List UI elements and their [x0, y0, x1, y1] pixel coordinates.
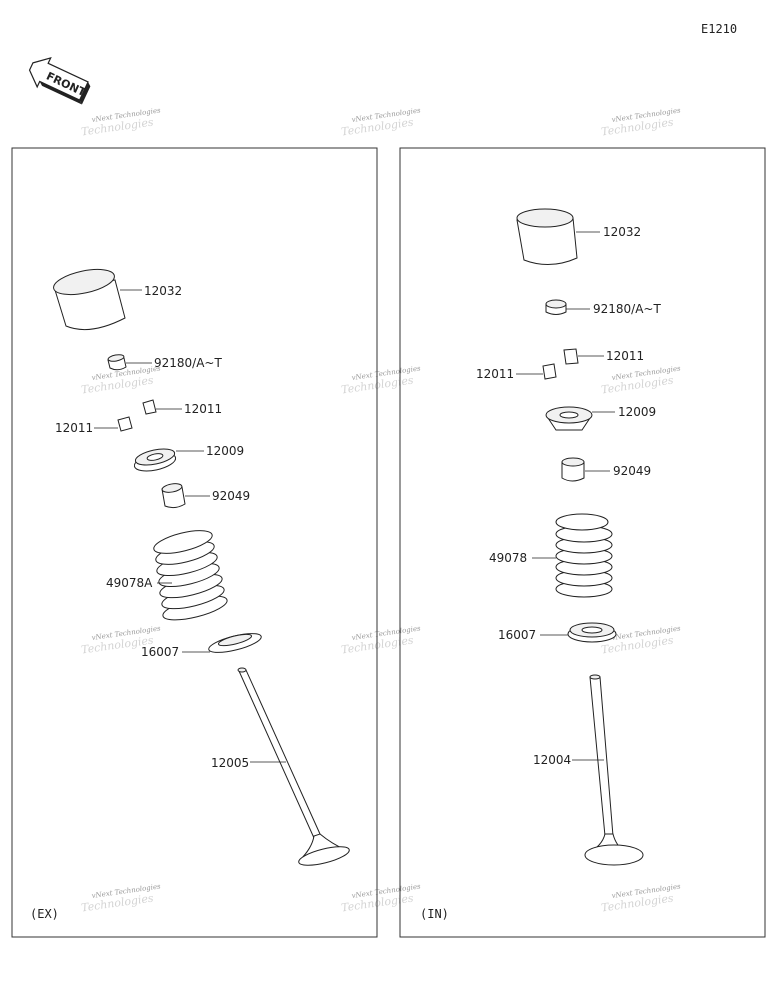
watermark: Technologies vNext Technologies — [80, 106, 161, 138]
diagram-code: E1210 — [701, 22, 737, 36]
watermark: Technologies vNext Technologies — [600, 106, 681, 138]
panel-ex-tag: (EX) — [30, 907, 59, 921]
watermark: Technologies vNext Technologies — [340, 624, 421, 656]
panel-ex-frame — [11, 147, 378, 938]
panel-in-tag: (IN) — [420, 907, 449, 921]
ex-retainer-label: 12009 — [206, 444, 244, 458]
in-cotter-left: 12011 — [476, 363, 557, 381]
ex-valve-label: 12005 — [211, 756, 249, 770]
ex-tappet: 12032 — [53, 268, 182, 331]
ex-stem-seal-label: 92049 — [212, 489, 250, 503]
ex-tappet-label: 12032 — [144, 284, 182, 298]
ex-spring-seat: 16007 — [141, 633, 262, 659]
in-spring-seat-label: 16007 — [498, 628, 536, 642]
in-shim: 92180/A~T — [545, 299, 661, 316]
ex-cotter-left-label: 12011 — [55, 421, 93, 435]
in-tappet: 12032 — [516, 208, 641, 265]
in-stem-seal-label: 92049 — [613, 464, 651, 478]
watermark: Technologies vNext Technologies — [340, 882, 421, 914]
panel-in: (IN) 12032 92180/A~T 12011 12011 — [399, 147, 766, 938]
in-shim-label: 92180/A~T — [593, 302, 661, 316]
ex-cotter-right: 12011 — [142, 399, 222, 416]
in-cotter-left-label: 12011 — [476, 367, 514, 381]
ex-spring-seat-label: 16007 — [141, 645, 179, 659]
watermark: Technologies vNext Technologies — [80, 882, 161, 914]
panel-ex: (EX) 12032 92180/A~T 12011 12011 — [11, 147, 378, 938]
in-tappet-label: 12032 — [603, 225, 641, 239]
in-valve: 12004 — [533, 674, 644, 866]
watermark: Technologies vNext Technologies — [600, 882, 681, 914]
ex-retainer: 12009 — [133, 444, 244, 472]
watermark: Technologies vNext Technologies — [340, 106, 421, 138]
ex-spring-label: 49078A — [106, 576, 153, 590]
in-stem-seal: 92049 — [561, 457, 651, 482]
in-retainer: 12009 — [545, 405, 656, 431]
in-spring: 49078 — [489, 513, 613, 598]
watermarks: Technologies vNext Technologies Technolo… — [80, 106, 681, 914]
in-valve-label: 12004 — [533, 753, 571, 767]
in-spring-seat: 16007 — [498, 622, 617, 643]
watermark: Technologies vNext Technologies — [340, 364, 421, 396]
ex-shim: 92180/A~T — [107, 354, 222, 371]
in-cotter-right: 12011 — [563, 348, 644, 365]
in-retainer-label: 12009 — [618, 405, 656, 419]
in-spring-label: 49078 — [489, 551, 527, 565]
ex-shim-label: 92180/A~T — [154, 356, 222, 370]
ex-cotter-left: 12011 — [55, 416, 133, 435]
ex-spring: 49078A — [106, 530, 228, 621]
panel-in-frame — [399, 147, 766, 938]
ex-valve: 12005 — [211, 667, 350, 866]
front-arrow-icon: FRONT — [28, 56, 91, 105]
in-cotter-right-label: 12011 — [606, 349, 644, 363]
watermark: Technologies vNext Technologies — [600, 364, 681, 396]
ex-cotter-right-label: 12011 — [184, 402, 222, 416]
ex-stem-seal: 92049 — [161, 483, 250, 509]
